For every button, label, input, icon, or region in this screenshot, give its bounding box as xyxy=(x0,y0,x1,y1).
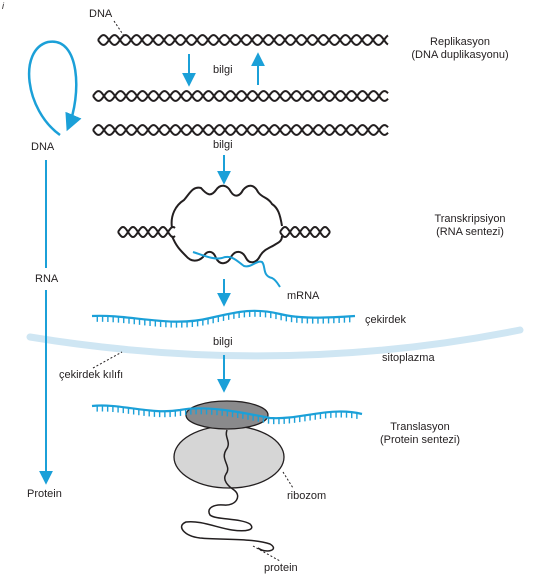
transcription-bubble xyxy=(117,184,331,288)
ribosome-small-subunit xyxy=(173,425,285,489)
transcription-subtitle: (RNA sentezi) xyxy=(436,226,504,238)
polypeptide-chain xyxy=(180,429,275,552)
transcription-title: Transkripsiyon xyxy=(434,213,506,225)
flow-rna-label: RNA xyxy=(35,273,59,285)
open-dna-strand-top xyxy=(170,184,283,229)
transcription-helix-right xyxy=(279,225,331,239)
flow-dna-label: DNA xyxy=(31,141,55,153)
mrna-strand-cytoplasm xyxy=(91,404,363,425)
helix-strand xyxy=(117,225,176,239)
nuclear-envelope-membrane xyxy=(26,326,524,360)
transcription-helix-left xyxy=(117,225,176,239)
ribosome-label: ribozom xyxy=(287,490,327,502)
dna-double-helix-parent xyxy=(97,34,389,46)
ribosome-pointer xyxy=(282,471,294,489)
mrna-backbone xyxy=(91,309,356,323)
translation-subtitle: (Protein sentezi) xyxy=(379,434,461,446)
open-dna-strand-bottom xyxy=(171,235,283,265)
cytoplasm-label: sitoplazma xyxy=(382,352,435,364)
nuclear-envelope-pointer xyxy=(92,351,123,369)
flow-protein-label: Protein xyxy=(27,488,62,500)
info-label-2: bilgi xyxy=(213,139,233,151)
nucleus-label: çekirdek xyxy=(365,314,406,326)
protein-pointer xyxy=(252,545,281,562)
dna-label-pointer xyxy=(113,20,125,37)
dna-top-label: DNA xyxy=(89,8,113,20)
helix-strand xyxy=(92,90,389,102)
replication-subtitle: (DNA duplikasyonu) xyxy=(411,49,509,61)
dna-self-replication-loop xyxy=(27,40,82,137)
protein-label: protein xyxy=(264,562,298,574)
helix-strand xyxy=(92,90,389,102)
info-label-3: bilgi xyxy=(213,336,233,348)
helix-strand xyxy=(279,225,331,239)
dna-double-helix-copy-1 xyxy=(92,90,389,102)
helix-strand xyxy=(92,124,389,136)
translation-title: Translasyon xyxy=(390,421,450,433)
nuclear-envelope-label: çekirdek kılıfı xyxy=(59,369,124,381)
replication-title: Replikasyon xyxy=(430,36,490,48)
info-label-1: bilgi xyxy=(213,64,233,76)
helix-strand xyxy=(279,225,331,239)
dna-double-helix-copy-2 xyxy=(92,124,389,136)
corner-mark: i xyxy=(2,1,4,11)
helix-strand xyxy=(97,34,389,46)
mrna-label: mRNA xyxy=(287,290,320,302)
helix-strand xyxy=(92,124,389,136)
mrna-strand-nucleus xyxy=(91,309,356,328)
mrna-transcript xyxy=(192,251,281,288)
